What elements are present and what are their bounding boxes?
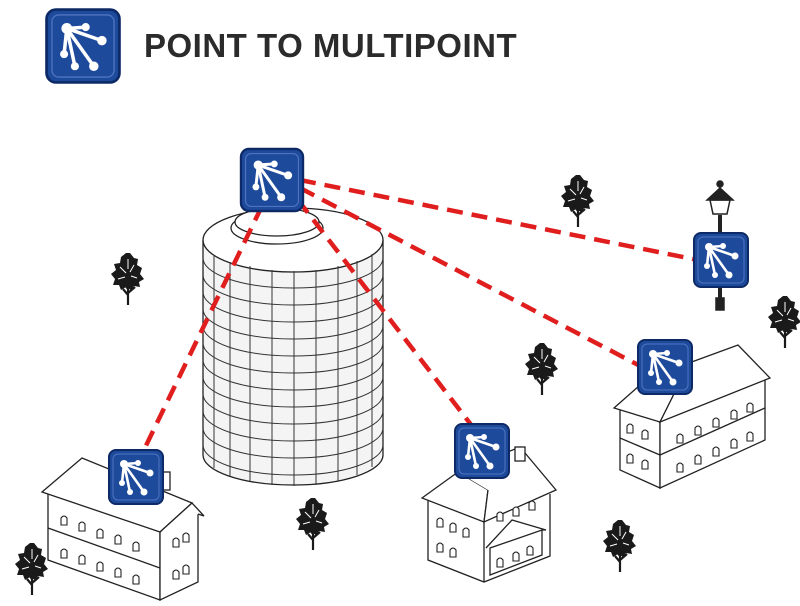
network-hub-icon xyxy=(453,422,511,480)
tree xyxy=(109,251,146,307)
link-to-house-right xyxy=(298,186,644,369)
tree xyxy=(559,173,596,229)
street-lamp xyxy=(705,180,735,311)
tower-building xyxy=(202,207,384,486)
house-center xyxy=(420,446,558,583)
tree xyxy=(13,541,50,597)
link-to-house-left xyxy=(137,205,265,459)
network-hub-icon xyxy=(692,231,750,289)
tree xyxy=(766,294,800,350)
tree xyxy=(601,518,638,574)
tree xyxy=(523,341,560,397)
link-to-lamp xyxy=(299,177,699,263)
wireless-links xyxy=(137,177,699,459)
link-to-house-center xyxy=(296,198,474,428)
network-hub-icon xyxy=(107,448,165,506)
house-right xyxy=(612,344,772,490)
network-hub-icon xyxy=(636,338,694,396)
network-hub-icon xyxy=(44,7,122,85)
page-title: POINT TO MULTIPOINT xyxy=(144,27,518,64)
network-hub-icon xyxy=(239,147,305,213)
tree xyxy=(294,496,331,552)
